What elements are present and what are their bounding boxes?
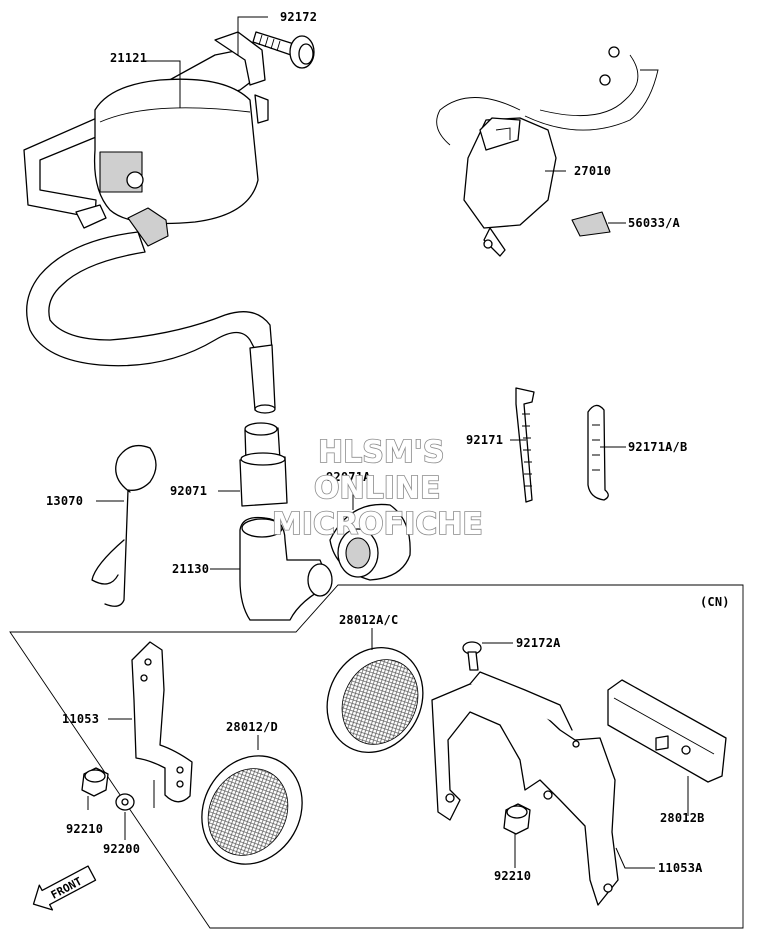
label-11053: 11053 bbox=[62, 712, 99, 726]
screw-92172a-part bbox=[462, 641, 482, 671]
band-92171ab-part bbox=[587, 404, 609, 501]
label-92171ab: 92171A/B bbox=[628, 440, 687, 454]
reflector-28012b-part bbox=[607, 679, 727, 783]
label-21121: 21121 bbox=[110, 51, 147, 65]
label-92071a: 92071A bbox=[326, 470, 371, 484]
label-92200: 92200 bbox=[103, 842, 140, 856]
label-92172a: 92172A bbox=[516, 636, 561, 650]
label-56033a: 56033/A bbox=[628, 216, 681, 230]
watermark-line-2: ONLINE bbox=[314, 471, 441, 506]
reflector-28012d-part bbox=[201, 755, 303, 865]
watermark-line-1: HLSM'S bbox=[318, 435, 444, 470]
watermark: HLSM'S ONLINE MICROFICHE bbox=[271, 434, 484, 543]
reflector-28012ac-part bbox=[326, 647, 424, 753]
label-28012d: 28012/D bbox=[226, 720, 278, 734]
label-28012b: 28012B bbox=[660, 811, 705, 825]
label-92210-right: 92210 bbox=[494, 869, 531, 883]
switch-27010-part bbox=[436, 46, 659, 257]
bolt-92172-part bbox=[252, 31, 315, 69]
spring-clip-13070-part bbox=[91, 444, 157, 607]
label-27010: 27010 bbox=[574, 164, 611, 178]
plug-cap-21130-part bbox=[239, 516, 333, 621]
leader-lines bbox=[87, 16, 689, 869]
washer-92200-part bbox=[115, 793, 135, 811]
label-92172: 92172 bbox=[280, 10, 317, 24]
nut-92210-right-part bbox=[503, 803, 531, 835]
label-92071: 92071 bbox=[170, 484, 207, 498]
label-13070: 13070 bbox=[46, 494, 83, 508]
ignition-coil-part bbox=[23, 31, 276, 414]
band-92171-part bbox=[515, 387, 535, 503]
nut-92210-left-part bbox=[81, 767, 109, 797]
decal-56033a-part bbox=[571, 211, 611, 237]
bracket-11053a-part bbox=[431, 671, 619, 906]
label-cn: (CN) bbox=[700, 595, 730, 609]
cn-section-boundary bbox=[9, 584, 744, 929]
label-28012ac: 28012A/C bbox=[339, 613, 398, 627]
plug-cap-92071-part bbox=[239, 422, 288, 507]
label-92171: 92171 bbox=[466, 433, 503, 447]
watermark-line-3: MICROFICHE bbox=[272, 507, 483, 542]
front-arrow-icon: FRONT bbox=[32, 865, 97, 911]
seal-92071a-part bbox=[329, 503, 411, 581]
label-21130: 21130 bbox=[172, 562, 209, 576]
label-11053a: 11053A bbox=[658, 861, 703, 875]
bracket-11053-part bbox=[131, 641, 193, 803]
label-92210-left: 92210 bbox=[66, 822, 103, 836]
